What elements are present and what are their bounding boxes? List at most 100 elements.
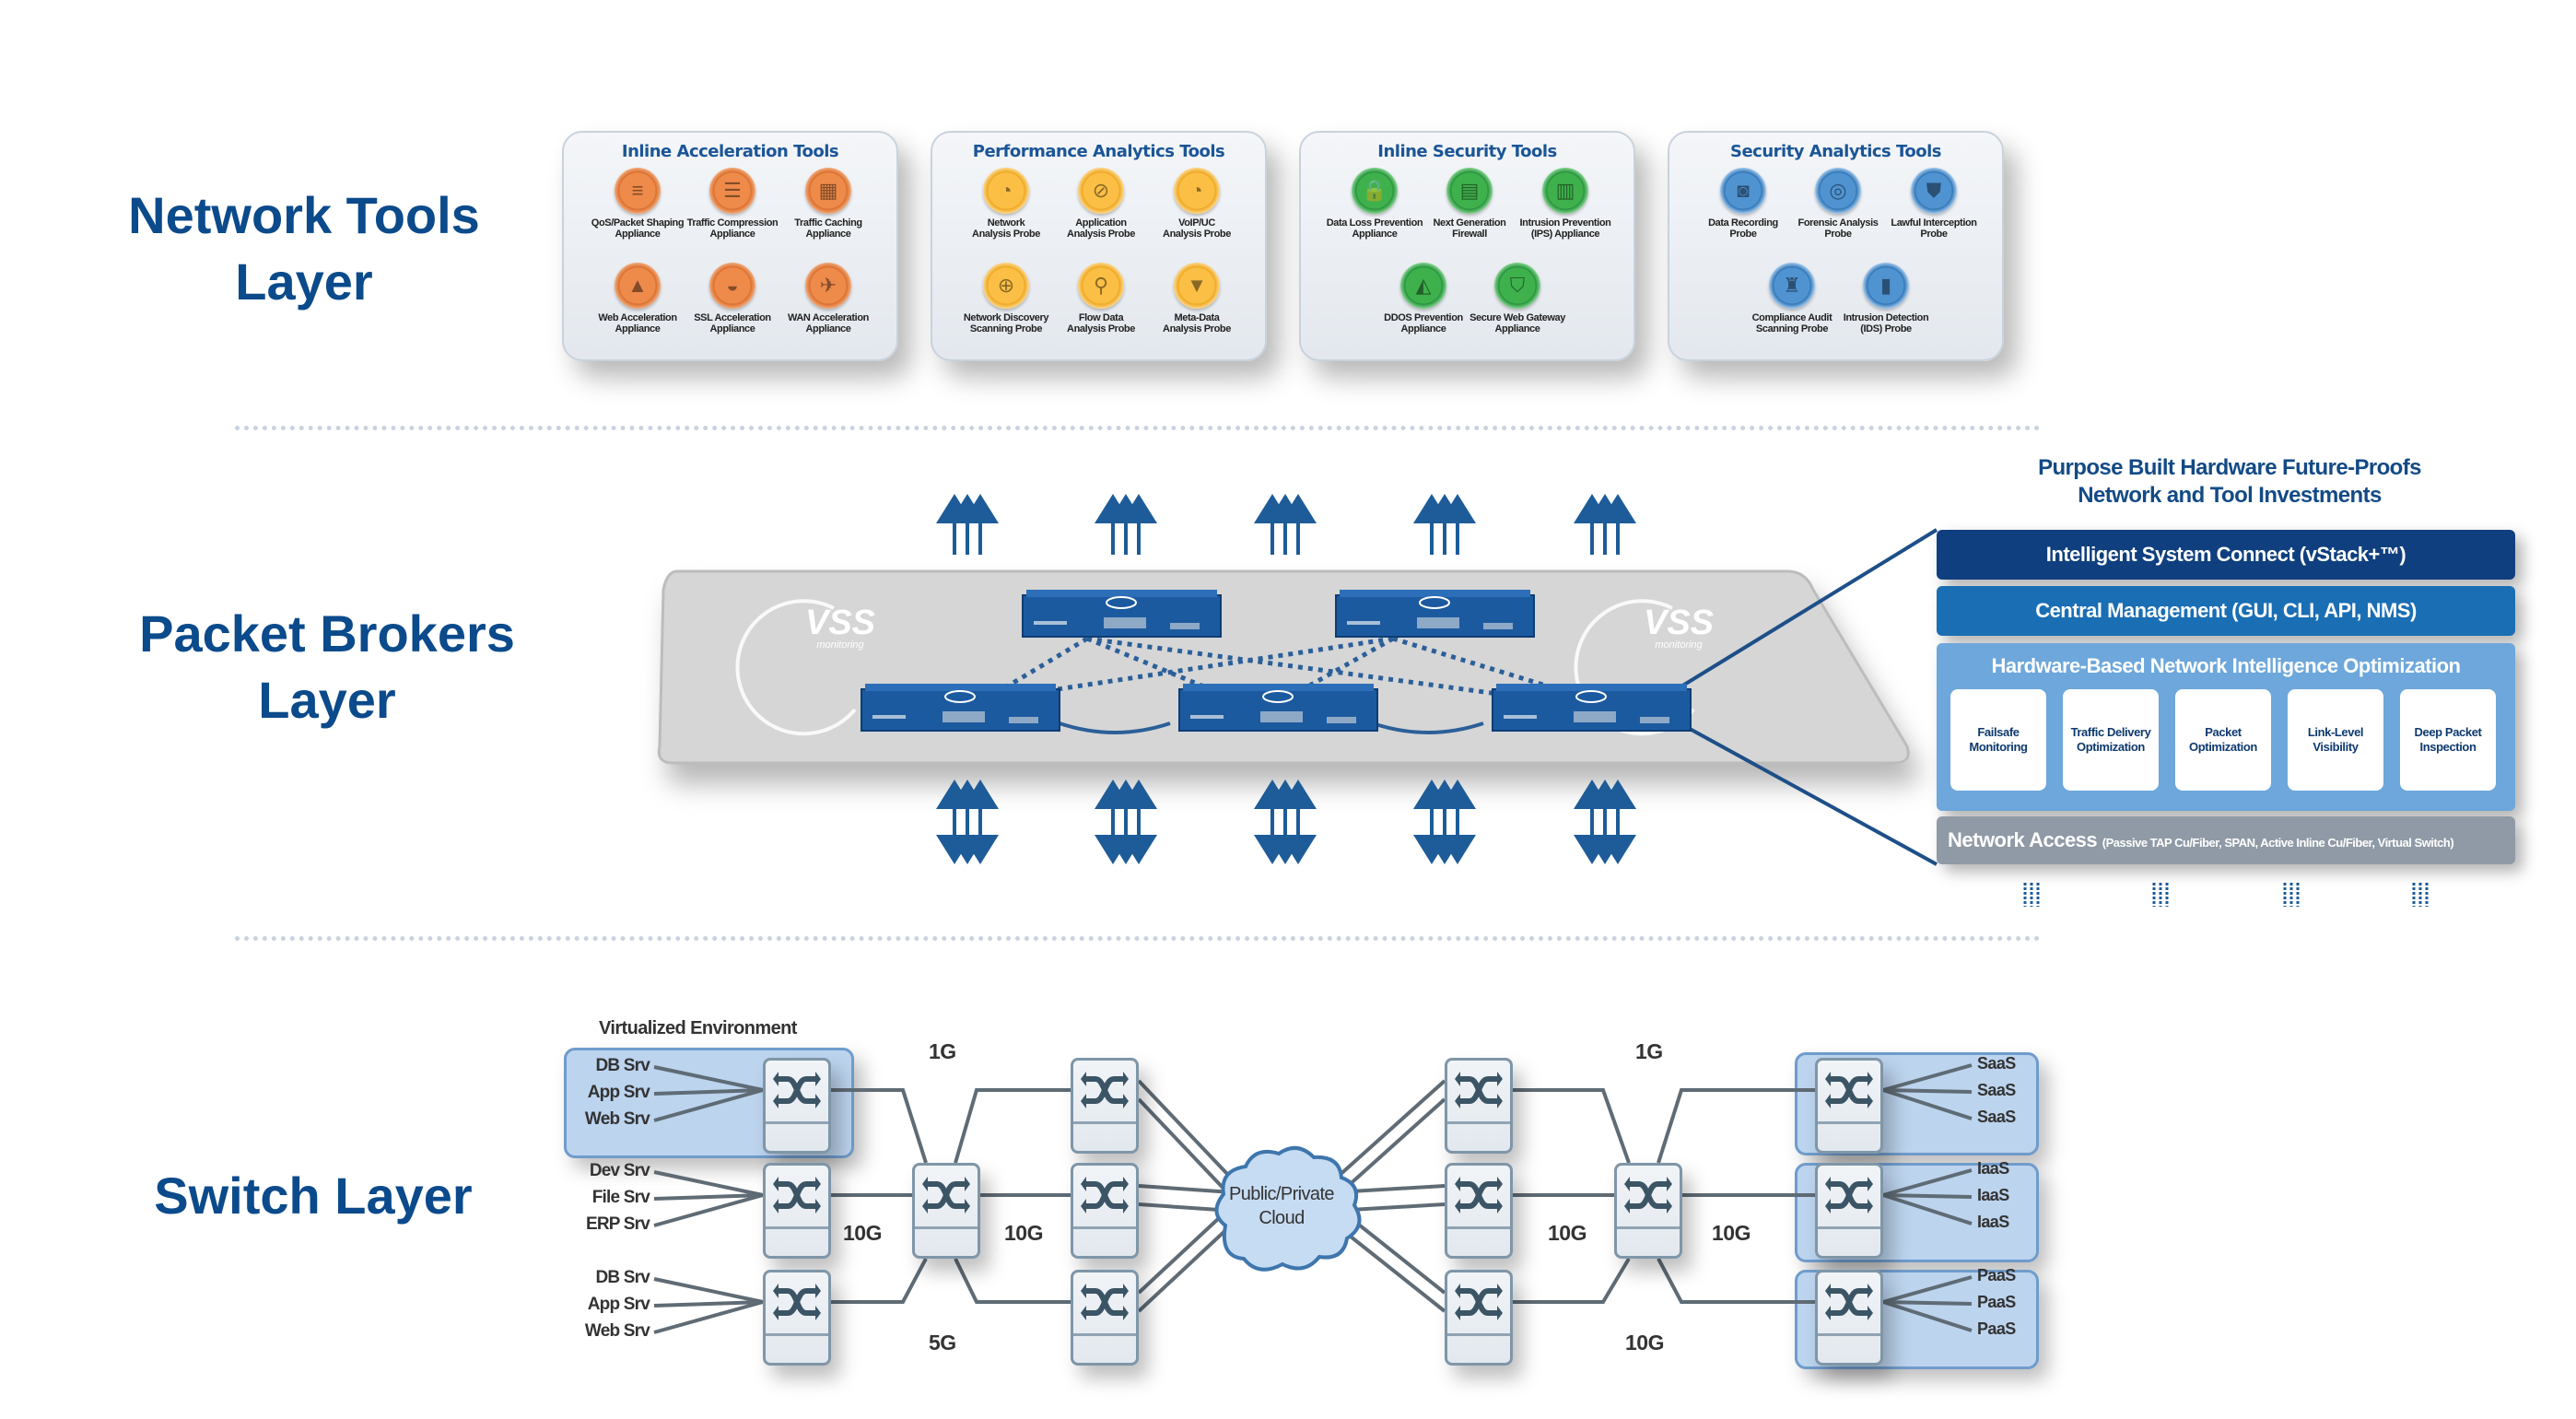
icon-glyph: ▤ (1459, 179, 1480, 202)
vss-logo-right (1574, 599, 1695, 736)
network-switch[interactable] (1445, 1058, 1513, 1154)
network-link (653, 1193, 764, 1227)
packet-broker-device[interactable] (1178, 684, 1378, 732)
packet-broker-device[interactable] (1492, 684, 1692, 732)
icon-glyph: ▼ (1187, 274, 1207, 297)
icon-glyph: ☰ (723, 179, 742, 202)
network-switch[interactable] (763, 1163, 831, 1259)
switch-crossed-arrows-icon (1081, 1177, 1129, 1214)
tool-label-line: Appliance (1352, 229, 1398, 240)
icon-glyph: ◙ (1737, 179, 1750, 202)
icon-glyph: ⛉ (1509, 274, 1526, 297)
network-switch[interactable] (1815, 1163, 1883, 1259)
switch-face (1447, 1061, 1510, 1124)
layer-label-line: Switch Layer (154, 1167, 473, 1225)
icon-glyph: ⊕ (997, 274, 1015, 297)
icon-glyph: 🔒 (1362, 179, 1388, 202)
airplane-icon: ✈ (805, 263, 851, 309)
tool-label-line: DDOS Prevention (1384, 312, 1463, 323)
switch-face (1818, 1061, 1880, 1124)
network-link (653, 1088, 764, 1096)
tool-label-line: Analysis Probe (1163, 323, 1231, 334)
network-switch[interactable] (763, 1270, 831, 1366)
switch-face (915, 1166, 978, 1229)
switch-crossed-arrows-icon (773, 1177, 821, 1214)
network-switch[interactable] (912, 1163, 980, 1259)
switch-face (1447, 1166, 1510, 1229)
network-switch[interactable] (1071, 1270, 1139, 1366)
icon-glyph: ✈ (819, 274, 837, 297)
tool-item[interactable]: ▥Intrusion Prevention(IPS) Appliance (1515, 168, 1616, 240)
compass-icon: ⊘ (1078, 168, 1124, 214)
network-switch[interactable] (1071, 1058, 1139, 1154)
packet-broker-device[interactable] (1335, 590, 1535, 638)
tool-label-line: Application (1075, 217, 1127, 229)
layer-label-network-tools: Network Tools Layer (101, 182, 507, 315)
network-link (1513, 1257, 1631, 1304)
network-access-detail: (Passive TAP Cu/Fiber, SPAN, Active Inli… (2102, 836, 2454, 850)
network-switch[interactable] (1445, 1270, 1513, 1366)
layer-label-line: Layer (235, 252, 373, 311)
feature-label-line: Packet (2205, 725, 2242, 739)
feature-label-line: Monitoring (1969, 740, 2028, 754)
network-switch[interactable] (1445, 1163, 1513, 1259)
layer-label-line: Network Tools (128, 186, 480, 244)
icon-glyph: ◎ (1829, 179, 1847, 202)
network-link (1513, 1088, 1631, 1164)
ids-icon: ▮ (1863, 263, 1909, 309)
feature-label-line: Visibility (2313, 740, 2359, 754)
tool-label-line: Compliance Audit (1751, 312, 1832, 323)
service-label: PaaS (1977, 1266, 2016, 1284)
server-label: Web Srv (584, 1109, 650, 1129)
tool-label-line: Appliance (709, 323, 755, 334)
packet-broker-device[interactable] (861, 684, 1060, 732)
network-switch[interactable] (1071, 1163, 1139, 1259)
tool-label-line: (IDS) Probe (1860, 323, 1912, 334)
tool-item[interactable]: ▮Intrusion Detection(IDS) Probe (1835, 263, 1937, 334)
link-speed-label: 10G (1625, 1331, 1664, 1354)
tool-label: Intrusion Prevention(IPS) Appliance (1515, 217, 1616, 240)
tool-label-line: Flow Data (1078, 312, 1124, 323)
server-label: File Srv (591, 1188, 650, 1207)
packet-broker-device[interactable] (1022, 590, 1222, 638)
network-switch[interactable] (1815, 1058, 1883, 1154)
tool-label-line: Network Discovery (963, 312, 1049, 323)
feature-label-line: Failsafe (1977, 725, 2020, 739)
switch-crossed-arrows-icon (1624, 1177, 1672, 1214)
network-switch[interactable] (1815, 1270, 1883, 1366)
network-switch[interactable] (1614, 1163, 1682, 1259)
network-switch[interactable] (763, 1058, 831, 1154)
